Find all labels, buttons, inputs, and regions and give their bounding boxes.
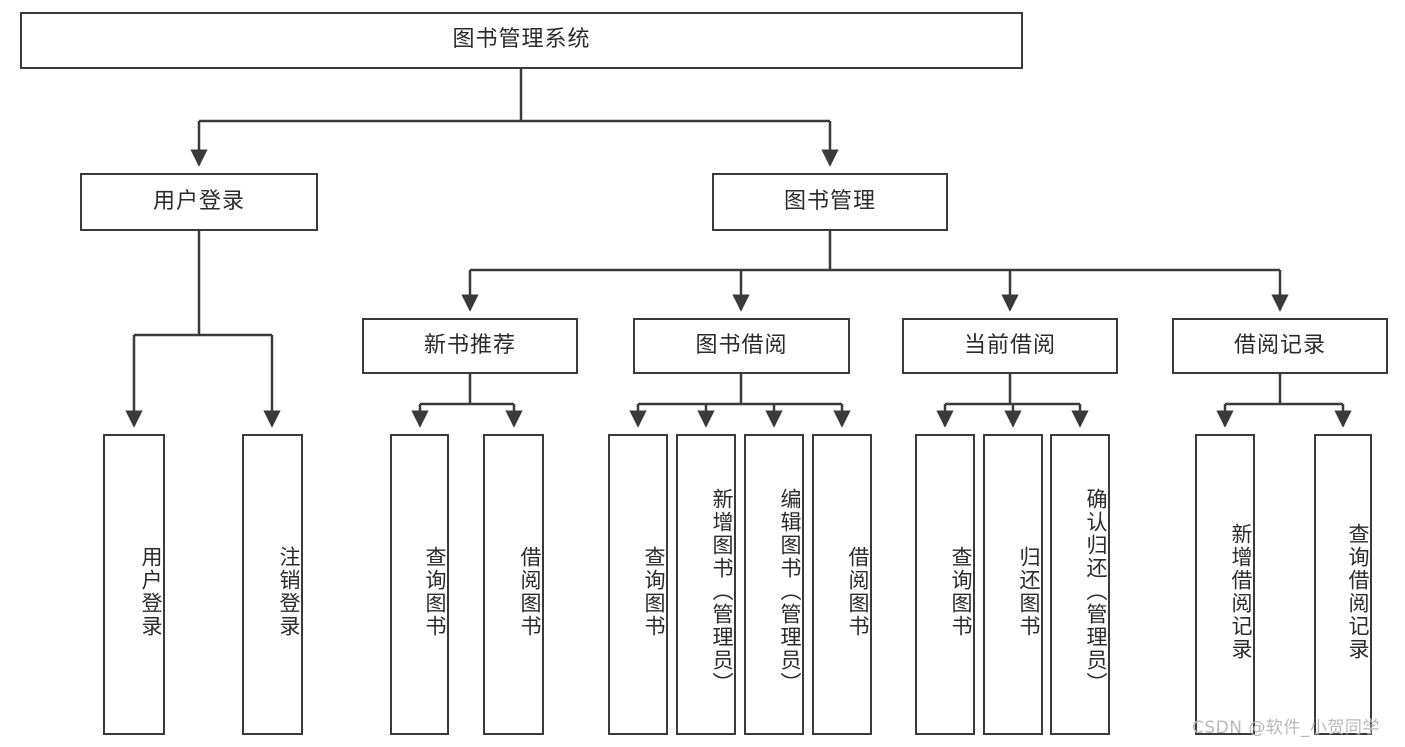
- leaf-query-book-borrow[interactable]: 查询图书: [608, 434, 668, 735]
- leaf-add-book-admin[interactable]: 新增图书（管理员）: [676, 434, 736, 735]
- leaf-user-logout[interactable]: 注销登录: [242, 434, 303, 735]
- leaf-query-borrow-record[interactable]: 查询借阅记录: [1314, 434, 1372, 735]
- leaf-confirm-return-admin[interactable]: 确认归还（管理员）: [1050, 434, 1110, 735]
- leaf-query-book-current[interactable]: 查询图书: [915, 434, 975, 735]
- leaf-edit-book-admin[interactable]: 编辑图书（管理员）: [744, 434, 804, 735]
- node-root[interactable]: 图书管理系统: [20, 12, 1023, 69]
- node-book-manage[interactable]: 图书管理: [712, 173, 948, 231]
- leaf-borrow-book-recommend[interactable]: 借阅图书: [483, 434, 544, 735]
- leaf-borrow-book[interactable]: 借阅图书: [812, 434, 872, 735]
- leaf-user-login[interactable]: 用户登录: [103, 434, 165, 735]
- node-user-login[interactable]: 用户登录: [80, 173, 318, 231]
- node-current-borrow[interactable]: 当前借阅: [902, 318, 1118, 374]
- leaf-add-borrow-record[interactable]: 新增借阅记录: [1195, 434, 1255, 735]
- node-book-borrow[interactable]: 图书借阅: [633, 318, 850, 374]
- leaf-query-book-recommend[interactable]: 查询图书: [390, 434, 449, 735]
- node-new-book-recommend[interactable]: 新书推荐: [362, 318, 578, 374]
- leaf-return-book[interactable]: 归还图书: [983, 434, 1043, 735]
- node-borrow-record[interactable]: 借阅记录: [1172, 318, 1388, 374]
- csdn-watermark: CSDN @软件_小贺同学: [1192, 718, 1380, 738]
